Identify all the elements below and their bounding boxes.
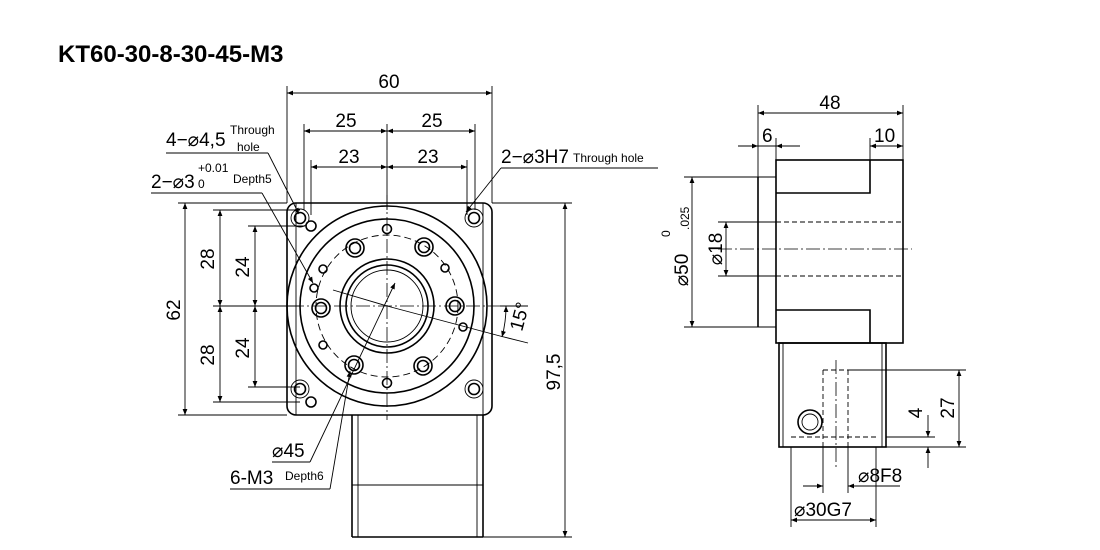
callout-thread-depth: Depth6	[285, 469, 324, 483]
dim-60: 60	[378, 72, 399, 93]
dim-6: 6	[762, 126, 773, 147]
dim-50-tol-lower: .025	[678, 206, 692, 230]
dim-27: 27	[938, 397, 959, 418]
dim-50-tol-upper: 0	[659, 230, 673, 237]
callout-pin-tol-upper: +0.01	[198, 161, 229, 175]
callout-pin-holes-label: 2−⌀3	[151, 172, 195, 193]
side-view: 48 6 10 ⌀50 0 .025 ⌀18 4 27	[659, 93, 966, 527]
callout-mount-holes-label: 4−⌀4,5	[166, 130, 226, 151]
dim-97-5: 97,5	[544, 354, 565, 391]
motor-body	[351, 415, 484, 538]
callout-pcd-label: ⌀45	[272, 441, 305, 462]
dim-25-left: 25	[335, 111, 356, 132]
callout-pin-depth: Depth5	[233, 172, 272, 186]
callout-thread-label: 6-M3	[230, 468, 273, 489]
dim-23-left: 23	[338, 147, 359, 168]
dim-10: 10	[874, 126, 895, 147]
callout-mount-holes: 4−⌀4,5 Through hole	[166, 123, 300, 215]
model-title: KT60-30-8-30-45-M3	[58, 41, 283, 68]
callout-pcd: ⌀45	[272, 282, 396, 463]
dim-angle: 15°	[507, 300, 535, 333]
callout-h7-note: Through hole	[573, 151, 644, 165]
dim-25-right: 25	[421, 111, 442, 132]
callout-mount-holes-note-1: Through	[230, 123, 275, 137]
dim-24-bottom: 24	[233, 337, 254, 359]
dim-62: 62	[164, 299, 185, 320]
dim-23-right: 23	[417, 147, 438, 168]
callout-h7-holes-label: 2−⌀3H7	[501, 147, 569, 168]
callout-h7-holes: 2−⌀3H7 Through hole	[465, 147, 658, 213]
dim-18: ⌀18	[706, 233, 727, 266]
callout-pin-holes: 2−⌀3 +0.01 0 Depth5	[151, 161, 314, 284]
dim-28-bottom: 28	[198, 344, 219, 365]
dim-24-top: 24	[233, 256, 254, 278]
callout-pin-tol-lower: 0	[198, 177, 205, 191]
callout-mount-holes-note-2: hole	[237, 140, 260, 154]
front-view: 15° 60 25 25 23 23 62 28 28	[151, 72, 658, 538]
corner-mount-holes	[290, 208, 484, 408]
dim-50: ⌀50	[672, 254, 693, 287]
dim-28-top: 28	[198, 248, 219, 269]
dim-8f8: ⌀8F8	[858, 466, 902, 487]
side-body	[775, 159, 904, 344]
dim-30g7: ⌀30G7	[794, 500, 852, 521]
side-motor	[778, 342, 887, 448]
dim-48: 48	[819, 93, 840, 114]
callout-thread: 6-M3 Depth6	[230, 370, 352, 490]
dim-4: 4	[906, 407, 927, 418]
